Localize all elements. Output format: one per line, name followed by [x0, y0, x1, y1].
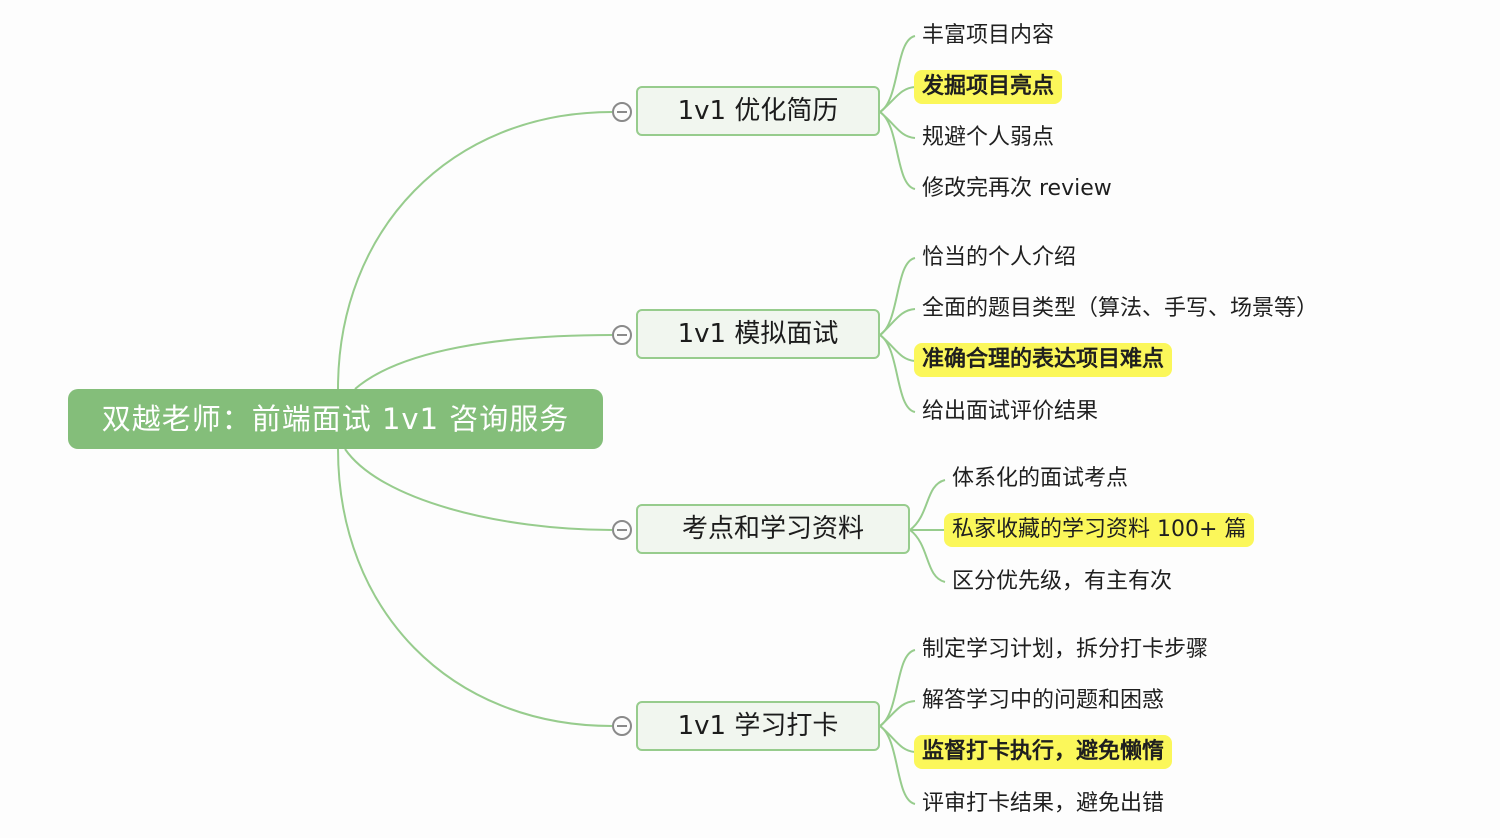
collapse-minus-icon[interactable]: [612, 520, 632, 540]
leaf-topic[interactable]: 修改完再次 review: [922, 176, 1112, 201]
leaf-topic[interactable]: 恰当的个人介绍: [922, 245, 1077, 270]
branch-topic-study-checkin[interactable]: 1v1 学习打卡: [636, 701, 880, 751]
root-topic[interactable]: 双越老师：前端面试 1v1 咨询服务: [68, 389, 603, 449]
leaf-topic[interactable]: 全面的题目类型（算法、手写、场景等）: [922, 296, 1319, 321]
link-root-branch-3: [344, 448, 613, 531]
collapse-minus-icon[interactable]: [612, 716, 632, 736]
link-root-branch-4: [337, 448, 613, 727]
leaf-topic[interactable]: 解答学习中的问题和困惑: [922, 688, 1165, 713]
link-root-branch-2: [354, 334, 613, 390]
branch-topic-study-materials[interactable]: 考点和学习资料: [636, 504, 910, 554]
leaf-topic-highlighted[interactable]: 私家收藏的学习资料 100+ 篇: [944, 513, 1255, 547]
branch-topic-mock-interview[interactable]: 1v1 模拟面试: [636, 309, 880, 359]
leaf-topic[interactable]: 规避个人弱点: [922, 125, 1055, 150]
leaf-topic[interactable]: 区分优先级，有主有次: [952, 569, 1173, 594]
leaf-topic-highlighted[interactable]: 准确合理的表达项目难点: [914, 343, 1173, 377]
leaf-topic[interactable]: 体系化的面试考点: [952, 466, 1129, 491]
collapse-minus-icon[interactable]: [612, 102, 632, 122]
leaf-topic[interactable]: 丰富项目内容: [922, 23, 1055, 48]
collapse-minus-icon[interactable]: [612, 325, 632, 345]
leaf-topic[interactable]: 给出面试评价结果: [922, 399, 1099, 424]
leaf-topic[interactable]: 评审打卡结果，避免出错: [922, 791, 1165, 816]
link-root-branch-1: [337, 111, 613, 390]
leaf-topic-highlighted[interactable]: 监督打卡执行，避免懒惰: [914, 735, 1173, 769]
leaf-topic[interactable]: 制定学习计划，拆分打卡步骤: [922, 637, 1209, 662]
leaf-topic-highlighted[interactable]: 发掘项目亮点: [914, 70, 1063, 104]
branch-topic-resume[interactable]: 1v1 优化简历: [636, 86, 880, 136]
